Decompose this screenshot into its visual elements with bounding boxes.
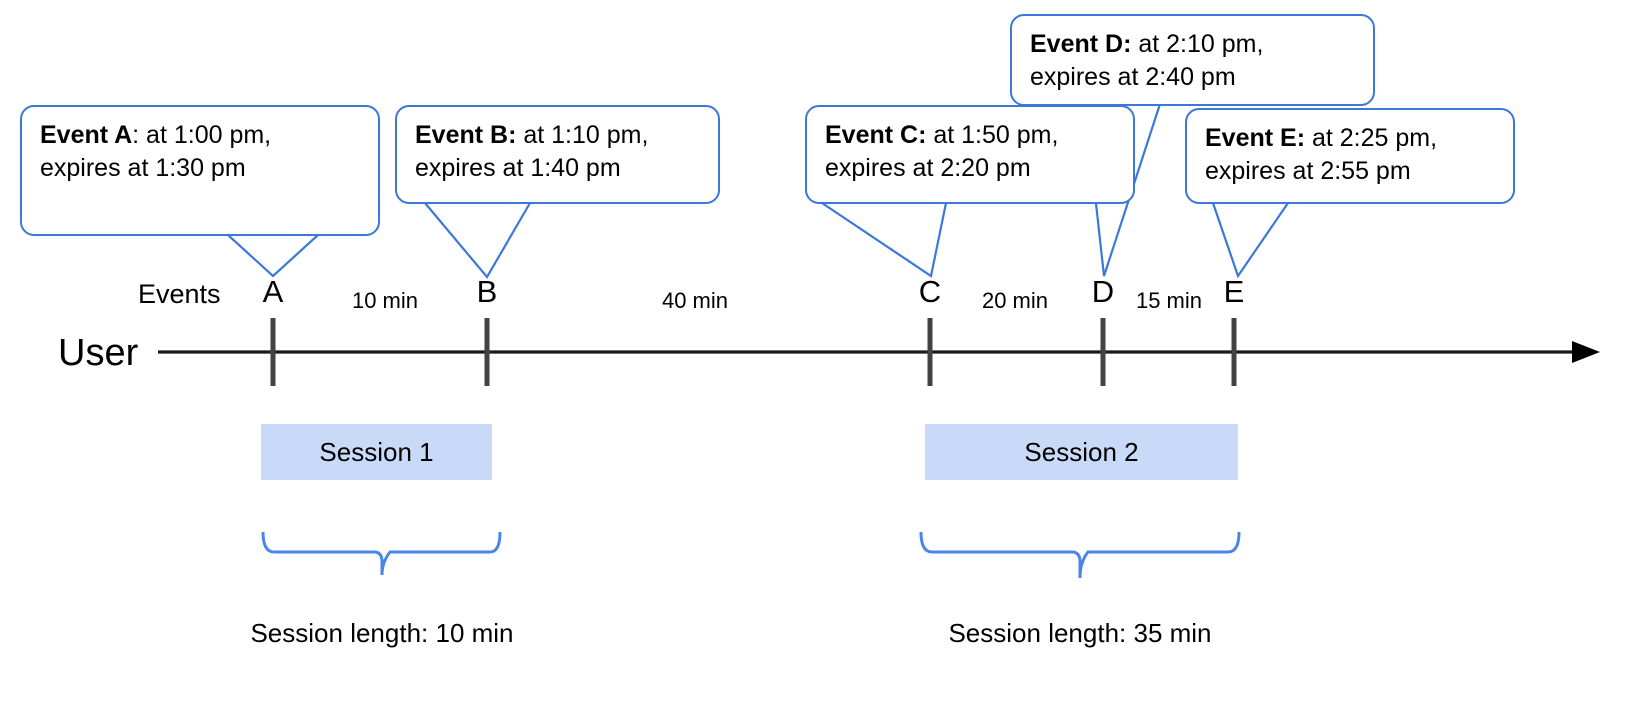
gap-label-b-c: 40 min (661, 288, 729, 313)
gap-label-d-e: 15 min (1135, 288, 1203, 313)
callout-d-line1: Event D: at 2:10 pm, (1030, 30, 1264, 58)
session-2-brace (919, 531, 1241, 579)
callout-tail-e (1211, 202, 1289, 279)
callout-c-line1: Event C: at 1:50 pm, (825, 121, 1059, 149)
callout-c-line2: expires at 2:20 pm (825, 154, 1031, 182)
callout-event-a[interactable]: Event A: at 1:00 pm, expires at 1:30 pm (20, 105, 380, 236)
event-letter-d: D (1091, 274, 1115, 309)
callout-event-e[interactable]: Event E: at 2:25 pm, expires at 2:55 pm (1185, 108, 1515, 204)
event-letter-b: B (476, 274, 498, 309)
callout-b-line1: Event B: at 1:10 pm, (415, 121, 649, 149)
callout-tail-c (821, 202, 948, 278)
axis-label-events: Events (138, 279, 221, 309)
session-bar-1[interactable]: Session 1 (261, 424, 492, 480)
callout-a-line1: Event A: at 1:00 pm, (40, 121, 272, 149)
callout-d-line2: expires at 2:40 pm (1030, 63, 1236, 91)
session-bar-2[interactable]: Session 2 (925, 424, 1238, 480)
callout-event-b[interactable]: Event B: at 1:10 pm, expires at 1:40 pm (395, 105, 720, 204)
timeline-axis (158, 341, 1600, 363)
session-2-length-label: Session length: 35 min (948, 618, 1212, 648)
event-letter-a: A (262, 274, 284, 309)
gap-label-c-d: 20 min (981, 288, 1049, 313)
callout-event-c[interactable]: Event C: at 1:50 pm, expires at 2:20 pm (805, 105, 1135, 204)
callout-b-line2: expires at 1:40 pm (415, 154, 621, 182)
session-1-brace (261, 531, 502, 576)
callout-tail-b (424, 202, 531, 279)
callout-e-line1: Event E: at 2:25 pm, (1205, 124, 1438, 152)
gap-label-a-b: 10 min (351, 288, 419, 313)
callout-event-d[interactable]: Event D: at 2:10 pm, expires at 2:40 pm (1010, 14, 1375, 106)
callout-tail-a (227, 234, 319, 278)
axis-row-label-user: User (58, 332, 139, 374)
callout-e-line2: expires at 2:55 pm (1205, 157, 1411, 185)
event-letter-e: E (1223, 274, 1245, 309)
callout-a-line2: expires at 1:30 pm (40, 154, 246, 182)
session-1-length-label: Session length: 10 min (250, 618, 514, 648)
event-letter-c: C (918, 274, 942, 309)
